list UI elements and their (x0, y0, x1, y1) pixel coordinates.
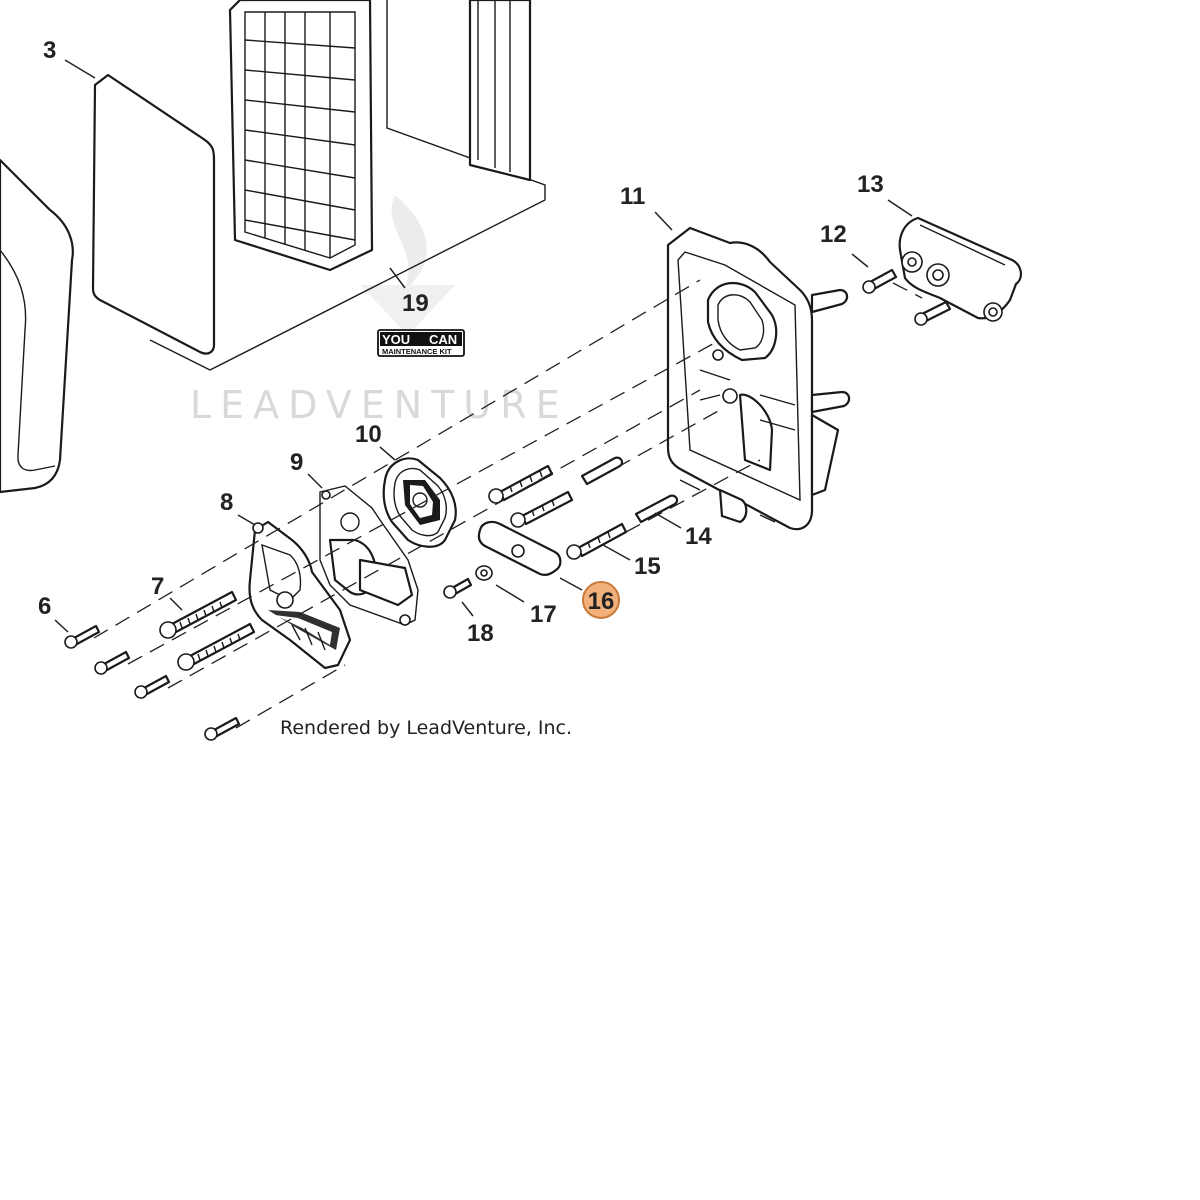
washer-part-17 (475, 565, 493, 581)
callout-15: 15 (634, 553, 661, 580)
watermark: LEADVENTURE (190, 195, 569, 427)
cover-plate-part-8 (248, 520, 352, 670)
flat-gasket-part-9 (319, 485, 419, 626)
air-filter-group (0, 0, 546, 494)
maintenance-kit-badge: YOU CAN MAINTENANCE KIT (377, 329, 465, 357)
callout-7: 7 (151, 573, 164, 600)
bolts-part-15 (488, 464, 628, 560)
callout-11: 11 (620, 183, 645, 210)
kit-badge-subtitle: MAINTENANCE KIT (382, 347, 452, 356)
callout-14: 14 (685, 523, 712, 550)
intake-elbow-part-13 (898, 216, 1022, 322)
callout-6: 6 (38, 593, 51, 620)
callout-12: 12 (820, 221, 847, 248)
callout-16[interactable]: 16 (588, 588, 615, 615)
kit-badge-can: CAN (429, 332, 457, 347)
callout-19: 19 (402, 290, 429, 317)
leader-lines (54, 59, 913, 633)
alignment-lines (93, 279, 923, 729)
callout-16-highlight[interactable] (582, 581, 620, 619)
kit-badge-you: YOU (382, 332, 410, 347)
callout-17: 17 (530, 601, 557, 628)
foam-pre-filter (91, 73, 216, 355)
watermark-text: LEADVENTURE (190, 383, 569, 427)
pins-part-14 (580, 456, 679, 524)
gasket-part-10 (382, 457, 457, 548)
small-screws-part-6 (64, 624, 241, 741)
callout-18: 18 (467, 620, 494, 647)
render-credit: Rendered by LeadVenture, Inc. (280, 717, 572, 739)
flame-watermark-icon (391, 195, 427, 290)
callout-10: 10 (355, 421, 382, 448)
callout-8: 8 (220, 489, 233, 516)
callout-3: 3 (43, 37, 56, 64)
backplate-part-11 (666, 226, 851, 531)
callout-9: 9 (290, 449, 303, 476)
grid-filter (228, 0, 374, 272)
callout-labels: 3 6 7 8 9 10 11 12 13 14 15 16 17 18 19 (38, 37, 884, 647)
callout-13: 13 (857, 171, 884, 198)
screw-part-18 (443, 577, 473, 599)
screws-part-12 (862, 268, 952, 326)
long-bolts-part-7 (159, 590, 256, 671)
spacer-bar-part-16 (477, 520, 562, 577)
